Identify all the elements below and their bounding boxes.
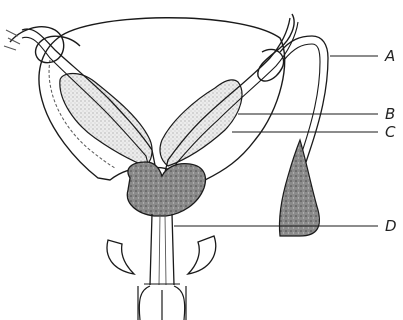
urethra: [150, 214, 174, 285]
seminal-vesicle-left: [60, 74, 152, 167]
label-b: B: [385, 105, 395, 123]
bulbourethral-left: [107, 240, 134, 274]
ureter-stub-left: [4, 30, 20, 50]
epididymis: [279, 140, 319, 236]
label-c: C: [385, 123, 396, 141]
label-d: D: [385, 217, 397, 235]
penis-base: [138, 286, 186, 320]
bulbourethral-right: [188, 236, 216, 274]
urethra-inner: [159, 214, 166, 285]
label-a: A: [384, 47, 395, 65]
prostate-gland: [127, 162, 205, 216]
